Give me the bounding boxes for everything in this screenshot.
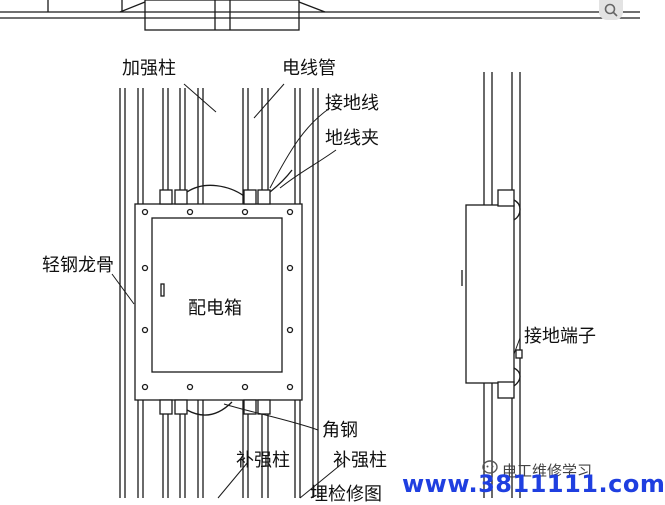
- label-angle-steel: 角钢: [322, 420, 358, 441]
- label-light-steel-keel: 轻钢龙骨: [42, 255, 114, 276]
- installation-diagram: [0, 0, 640, 499]
- label-supplementary-column-left: 补强柱: [236, 450, 290, 471]
- bottom-conduit-fittings: [159, 399, 271, 416]
- watermark-account: 电工维修学习: [502, 462, 593, 480]
- label-supplementary-column-right: 补强柱: [333, 450, 387, 471]
- label-ground-wire: 接地线: [325, 93, 379, 114]
- distribution-box-front: [134, 203, 303, 401]
- top-conduit-fittings: [159, 169, 293, 205]
- watermark-site[interactable]: www.3811111.com: [402, 470, 665, 498]
- side-view: [461, 72, 523, 498]
- label-bottom-cut: 埋检修图: [310, 484, 382, 505]
- top-beam: [0, 0, 640, 31]
- inner-studs: [162, 88, 269, 498]
- label-reinforcing-column: 加强柱: [122, 58, 176, 79]
- label-distribution-box: 配电箱: [188, 298, 242, 319]
- chat-bubble-icon: [482, 460, 498, 474]
- label-ground-terminal: 接地端子: [524, 326, 596, 347]
- leader-lines: [111, 83, 521, 499]
- search-icon: [604, 3, 618, 17]
- corner-button[interactable]: [599, 0, 623, 20]
- label-conduit: 电线管: [282, 58, 336, 79]
- label-ground-clamp: 地线夹: [325, 128, 379, 149]
- box-screws: [141, 208, 294, 391]
